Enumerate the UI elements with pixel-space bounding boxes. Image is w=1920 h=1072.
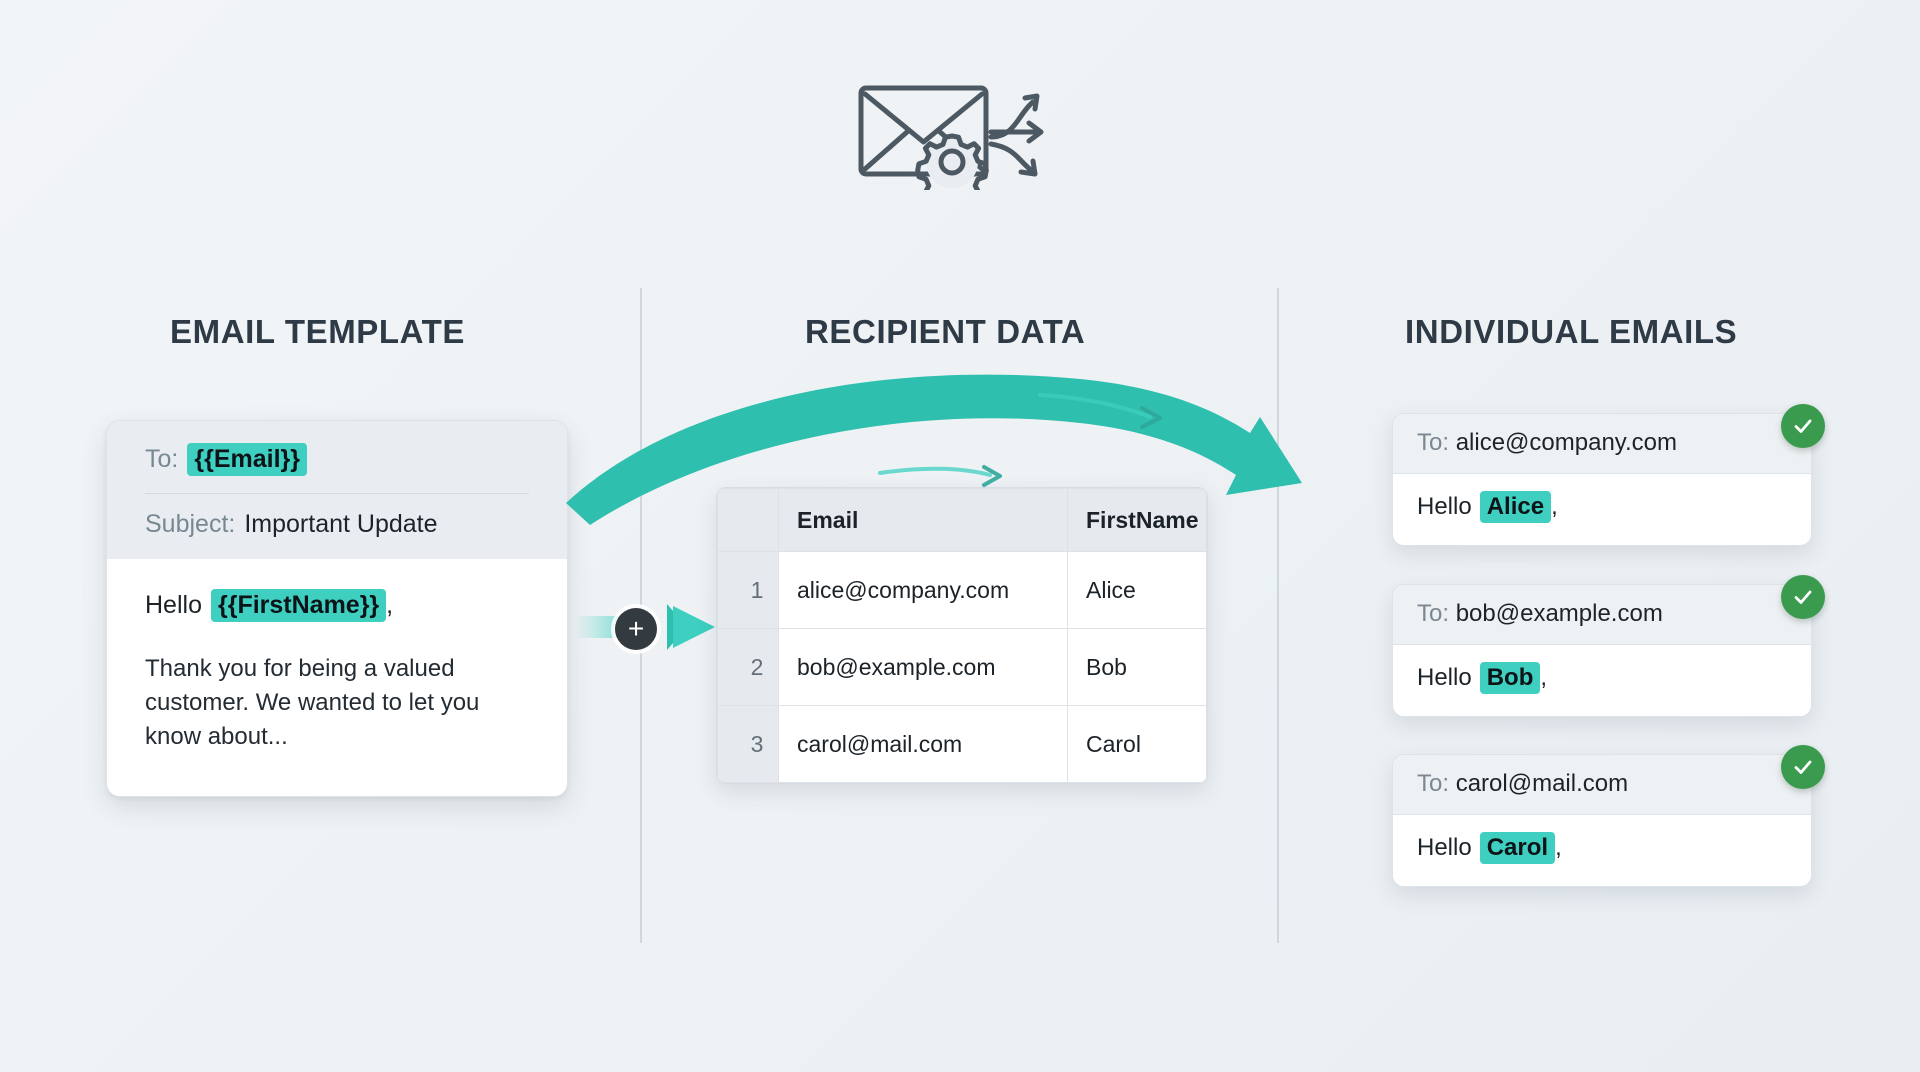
template-header: To: {{Email}} Subject: Important Update (107, 421, 567, 559)
table-header-row: Email FirstName (717, 488, 1207, 552)
column-title-email-template: EMAIL TEMPLATE (170, 313, 466, 350)
row-firstname: Carol (1067, 705, 1207, 783)
divider-right (1277, 288, 1279, 943)
individual-email-card[interactable]: To: alice@company.com Hello Alice , (1392, 413, 1812, 546)
individual-email-comma: , (1551, 493, 1558, 520)
individual-email-comma: , (1540, 664, 1548, 691)
individual-email-to-value: alice@company.com (1455, 429, 1678, 456)
row-index: 2 (717, 628, 779, 706)
row-index: 1 (717, 551, 779, 629)
row-firstname: Bob (1067, 628, 1207, 706)
individual-email-name: Alice (1479, 491, 1552, 523)
row-email: bob@example.com (778, 628, 1068, 706)
table-row[interactable]: 3 carol@mail.com Carol (717, 705, 1207, 783)
row-email: alice@company.com (778, 551, 1068, 629)
individual-email-to-line: To: bob@example.com (1393, 585, 1811, 645)
table-row[interactable]: 1 alice@company.com Alice (717, 551, 1207, 629)
individual-email-to-value: bob@example.com (1455, 600, 1663, 627)
column-title-recipient-data: RECIPIENT DATA (805, 313, 1086, 350)
template-to-label: To: (145, 445, 179, 473)
individual-email-name: Bob (1479, 662, 1541, 694)
template-greeting-line: Hello {{FirstName}} , (145, 589, 529, 622)
recipient-data-table[interactable]: Email FirstName 1 alice@company.com Alic… (716, 487, 1208, 784)
table-header-index (717, 488, 779, 552)
row-email: carol@mail.com (778, 705, 1068, 783)
individual-email-card[interactable]: To: bob@example.com Hello Bob , (1392, 584, 1812, 717)
individual-email-greeting-lead: Hello (1417, 834, 1472, 861)
template-subject-value: Important Update (244, 510, 438, 538)
individual-email-card[interactable]: To: carol@mail.com Hello Carol , (1392, 754, 1812, 887)
table-row[interactable]: 2 bob@example.com Bob (717, 628, 1207, 706)
template-email-token: {{Email}} (187, 443, 307, 476)
template-subject-line: Subject: Important Update (145, 510, 529, 539)
template-greeting-comma: , (386, 591, 394, 619)
row-index: 3 (717, 705, 779, 783)
table-header-firstname: FirstName (1067, 488, 1207, 552)
template-divider (145, 493, 529, 494)
template-body: Hello {{FirstName}} , Thank you for bein… (107, 559, 567, 797)
individual-email-greeting-lead: Hello (1417, 664, 1472, 691)
table-header-email: Email (778, 488, 1068, 552)
individual-email-body: Hello Bob , (1393, 645, 1811, 716)
individual-email-comma: , (1555, 834, 1562, 861)
template-to-line: To: {{Email}} (145, 443, 529, 476)
sent-check-icon (1781, 575, 1825, 619)
template-firstname-token: {{FirstName}} (210, 589, 387, 622)
individual-email-name: Carol (1479, 832, 1556, 864)
merge-plus-badge[interactable]: + (615, 608, 657, 650)
template-subject-label: Subject: (145, 510, 236, 538)
individual-email-body: Hello Carol , (1393, 815, 1811, 886)
sent-check-icon (1781, 404, 1825, 448)
row-firstname: Alice (1067, 551, 1207, 629)
individual-email-to-line: To: carol@mail.com (1393, 755, 1811, 815)
template-greeting-lead: Hello (145, 591, 202, 619)
individual-email-to-line: To: alice@company.com (1393, 414, 1811, 474)
individual-email-body: Hello Alice , (1393, 474, 1811, 545)
sent-check-icon (1781, 745, 1825, 789)
envelope-gear-distribute-icon (855, 70, 1065, 208)
individual-email-to-label: To: (1417, 429, 1450, 456)
email-template-card[interactable]: To: {{Email}} Subject: Important Update … (106, 420, 568, 798)
individual-email-greeting-lead: Hello (1417, 493, 1472, 520)
template-body-paragraph: Thank you for being a valued customer. W… (145, 655, 480, 751)
individual-email-to-value: carol@mail.com (1455, 770, 1629, 797)
individual-email-to-label: To: (1417, 770, 1450, 797)
column-title-individual-emails: INDIVIDUAL EMAILS (1405, 313, 1738, 350)
individual-email-to-label: To: (1417, 600, 1450, 627)
